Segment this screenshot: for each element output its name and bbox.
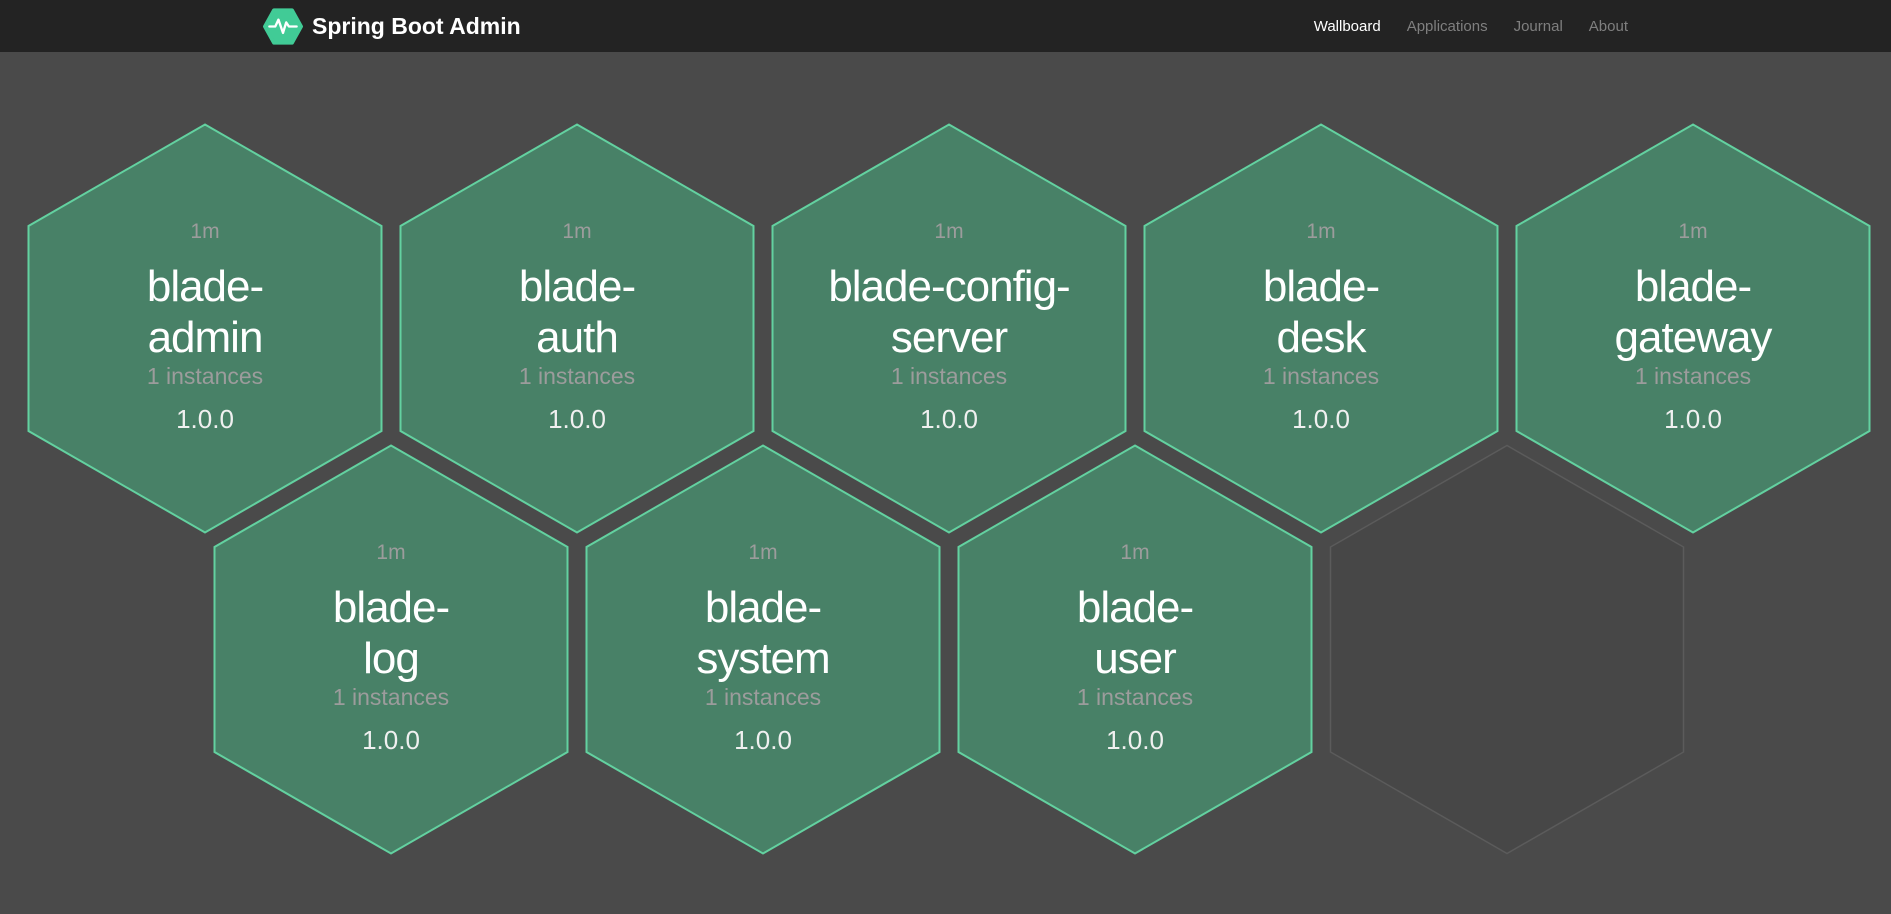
app-version: 1.0.0 [1106,725,1164,755]
hexagon-shape [1143,123,1499,534]
app-hexagon-blade-desk[interactable]: 1m blade- desk 1 instances 1.0.0 [1143,123,1499,534]
nav-item-wallboard[interactable]: Wallboard [1313,17,1381,35]
empty-hexagon-slot [1329,444,1685,855]
hexagon-shape [213,444,569,855]
hexagon-shape [27,123,383,534]
app-uptime: 1m [190,220,220,243]
app-name: blade- desk [1262,262,1380,362]
app-uptime: 1m [1120,541,1150,564]
brand-title: Spring Boot Admin [312,12,521,39]
hexagon-shape [585,444,941,855]
wallboard: 1m blade- admin 1 instances 1.0.0 1m bla… [0,52,1891,914]
app-version: 1.0.0 [1664,404,1722,434]
app-hexagon-blade-gateway[interactable]: 1m blade- gateway 1 instances 1.0.0 [1515,123,1871,534]
top-navbar: Spring Boot Admin Wallboard Applications… [0,0,1891,52]
app-instances: 1 instances [332,684,450,710]
nav-item-journal[interactable]: Journal [1513,17,1563,35]
app-instances: 1 instances [1634,363,1752,389]
app-instances: 1 instances [704,684,822,710]
app-name: blade- user [1076,583,1194,683]
app-uptime: 1m [376,541,406,564]
app-version: 1.0.0 [734,725,792,755]
nav-item-about[interactable]: About [1588,17,1628,35]
app-hexagon-blade-system[interactable]: 1m blade- system 1 instances 1.0.0 [585,444,941,855]
app-instances: 1 instances [890,363,1008,389]
navbar-inner: Spring Boot Admin Wallboard Applications… [0,0,1891,52]
hexagon-shape [957,444,1313,855]
app-uptime: 1m [934,220,964,243]
hexagon-outline-shape [1329,444,1685,855]
app-name: blade- system [696,583,830,683]
app-name: blade- log [332,583,450,683]
brand-link[interactable]: Spring Boot Admin [263,6,521,47]
app-version: 1.0.0 [920,404,978,434]
app-uptime: 1m [1678,220,1708,243]
app-name: blade- gateway [1614,262,1773,362]
nav-links: Wallboard Applications Journal About [1314,18,1628,35]
hexagon-shape [399,123,755,534]
app-name: blade- auth [518,262,636,362]
app-instances: 1 instances [146,363,264,389]
app-hexagon-blade-auth[interactable]: 1m blade- auth 1 instances 1.0.0 [399,123,755,534]
app-name: blade-config- server [828,262,1070,362]
spring-boot-admin-logo-icon [263,7,303,45]
app-version: 1.0.0 [176,404,234,434]
nav-item-applications[interactable]: Applications [1406,17,1488,35]
app-hexagon-blade-log[interactable]: 1m blade- log 1 instances 1.0.0 [213,444,569,855]
hexagon-shape [1515,123,1871,534]
app-name: blade- admin [146,262,264,362]
hexagon-shape [771,123,1127,534]
app-uptime: 1m [1306,220,1336,243]
app-version: 1.0.0 [1292,404,1350,434]
app-version: 1.0.0 [362,725,420,755]
app-instances: 1 instances [1076,684,1194,710]
app-hexagon-blade-user[interactable]: 1m blade- user 1 instances 1.0.0 [957,444,1313,855]
app-version: 1.0.0 [548,404,606,434]
app-hexagon-blade-config-server[interactable]: 1m blade-config- server 1 instances 1.0.… [771,123,1127,534]
app-hexagon-blade-admin[interactable]: 1m blade- admin 1 instances 1.0.0 [27,123,383,534]
app-instances: 1 instances [518,363,636,389]
app-uptime: 1m [748,541,778,564]
app-instances: 1 instances [1262,363,1380,389]
app-uptime: 1m [562,220,592,243]
